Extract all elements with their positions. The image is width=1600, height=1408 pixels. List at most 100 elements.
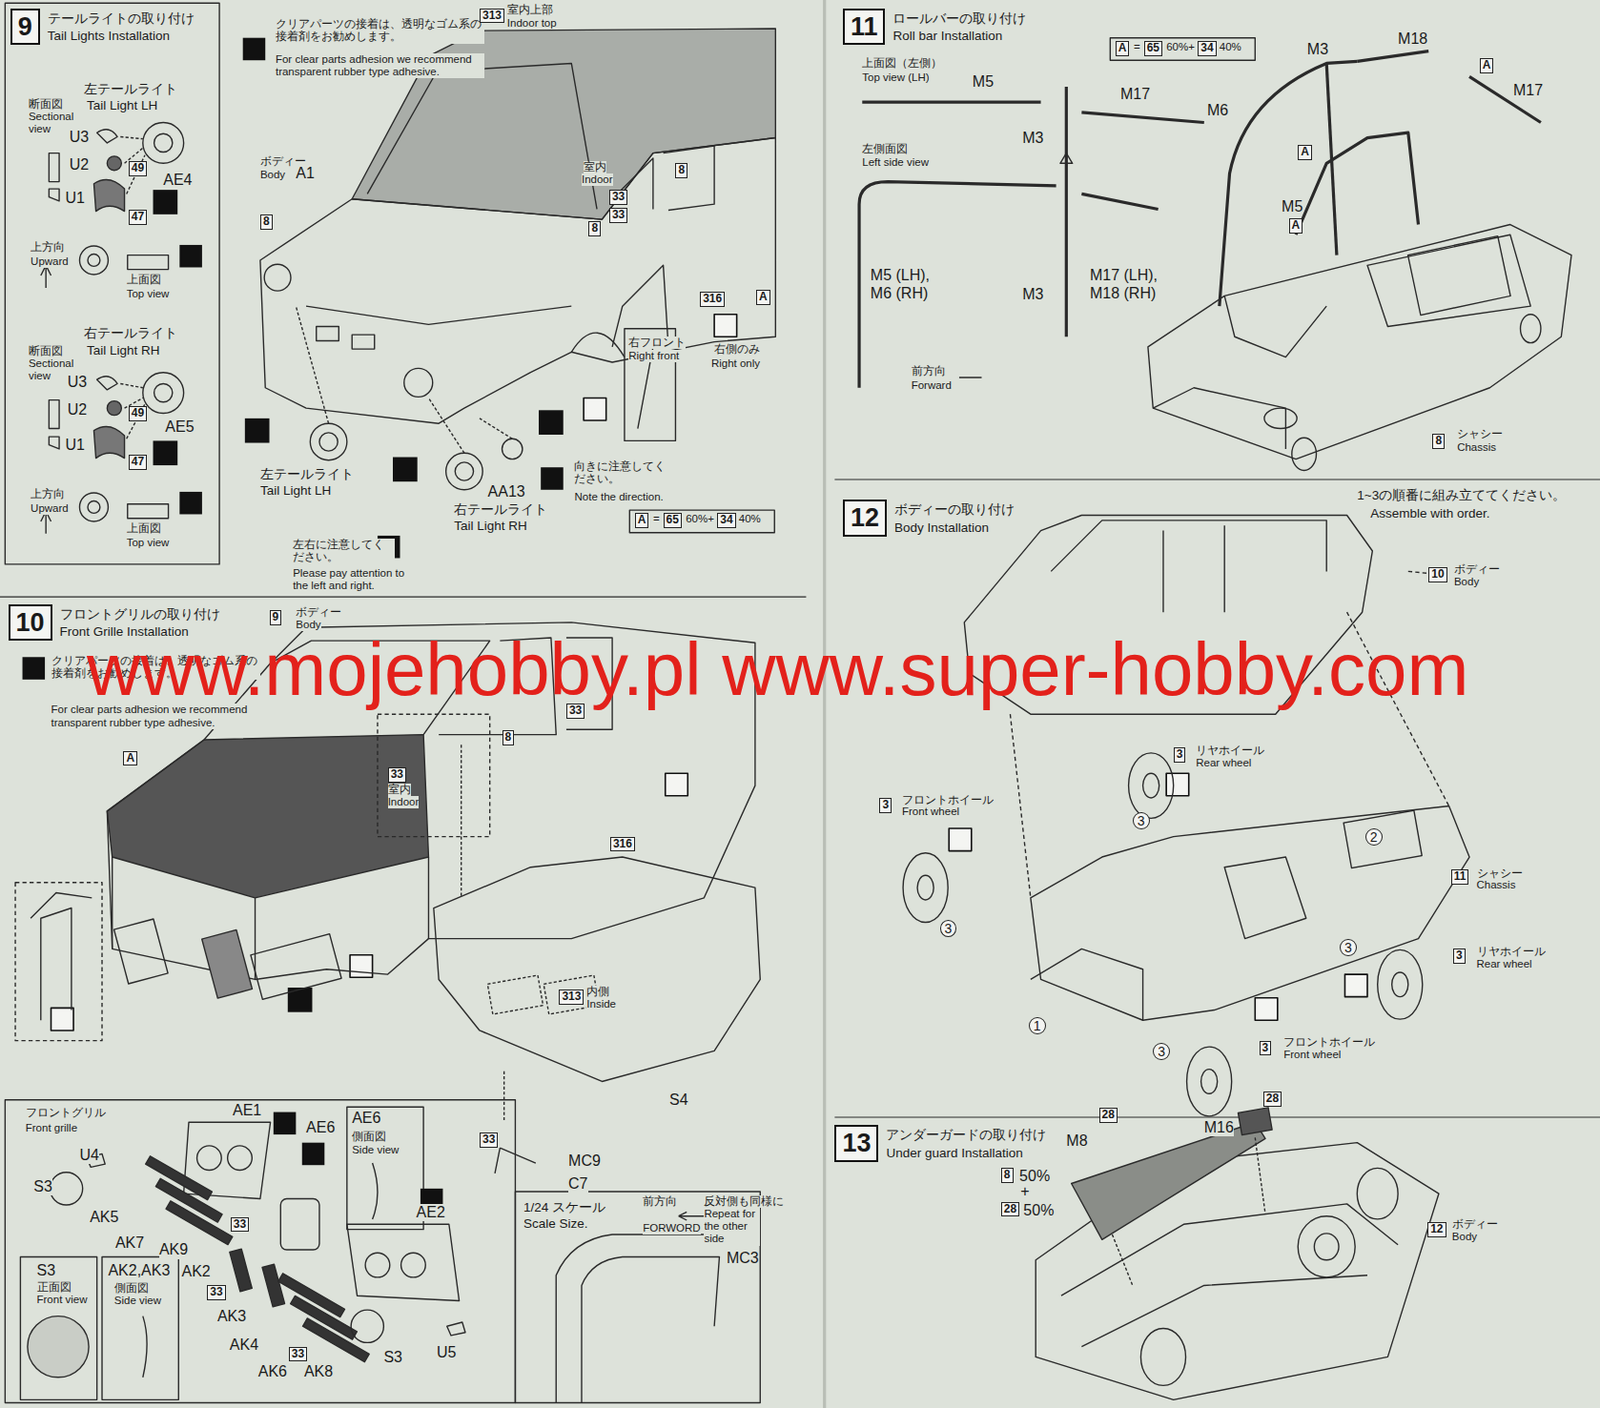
part-caption: Tail Light LH xyxy=(260,483,331,499)
note-text: 上面図 xyxy=(126,522,162,535)
part-number: S3 xyxy=(37,1262,57,1280)
note-text: リヤホイール xyxy=(1476,945,1546,959)
callout-number: 33 xyxy=(206,1285,226,1301)
part-caption: 1~3の順番に組み立ててください。 xyxy=(1356,488,1566,504)
part-number: U2 xyxy=(67,401,87,419)
step-title: Body Installation xyxy=(894,519,1015,537)
note-text: Side view xyxy=(114,1294,162,1308)
note-text: 向きに注意してください。 xyxy=(574,460,672,486)
step-title: テールライトの取り付け xyxy=(47,10,195,28)
note-text: ボディー xyxy=(1454,563,1500,576)
step-number: 11 xyxy=(850,12,879,42)
note-text: 40% xyxy=(738,512,761,526)
note-text: Indoor xyxy=(388,796,420,809)
note-text: 正面図 xyxy=(37,1281,72,1294)
callout-number: 11 xyxy=(1451,869,1470,885)
part-number: M18 xyxy=(1397,30,1428,48)
note-text: 前方向 xyxy=(911,365,946,378)
callout-number: 3 xyxy=(1173,747,1187,763)
part-number: AK2 xyxy=(181,1263,210,1281)
callout-number: 3 xyxy=(1453,948,1466,965)
part-number: AE5 xyxy=(164,418,194,436)
note-text: 60%+ xyxy=(1166,41,1195,54)
note-text: Top view xyxy=(126,287,170,301)
note-text: Note the direction. xyxy=(574,491,663,504)
callout-number: 47 xyxy=(128,209,147,226)
part-number: M5 xyxy=(1281,198,1303,216)
callout-number: 33 xyxy=(609,189,628,206)
callout-number: A xyxy=(1479,58,1495,74)
watermark: www.mojehobby.pl www.super-hobby.com xyxy=(86,627,1469,714)
note-text: 上方向 xyxy=(30,488,65,501)
note-text: Upward xyxy=(30,502,69,515)
part-caption: 右テールライト xyxy=(83,326,178,342)
note-text: = xyxy=(653,512,660,526)
callout-number: A xyxy=(1115,41,1130,57)
callout-number: 33 xyxy=(230,1217,249,1233)
callout-number: 10 xyxy=(1428,567,1447,583)
part-caption: Tail Light RH xyxy=(86,343,161,359)
note-text: Side view xyxy=(351,1144,399,1157)
note-text: Chassis xyxy=(1476,879,1517,892)
callout-number: 313 xyxy=(558,989,584,1006)
note-text: 内側 xyxy=(586,985,610,999)
step-number-box: 10フロントグリルの取り付けFront Grille Installation xyxy=(8,604,53,641)
step-number-box: 9テールライトの取り付けTail Lights Installation xyxy=(10,8,41,45)
part-number: M17 (LH), M18 (RH) xyxy=(1089,266,1184,303)
part-caption: Tail Light RH xyxy=(453,518,528,534)
part-number: AE6 xyxy=(306,1119,335,1137)
part-caption: 右テールライト xyxy=(453,502,548,518)
part-number: AK6 xyxy=(258,1363,288,1381)
part-number: AK9 xyxy=(159,1241,188,1259)
note-text: Body xyxy=(1454,575,1479,589)
note-text: Front grille xyxy=(25,1122,78,1135)
note-text: Left side view xyxy=(861,156,929,169)
part-caption: 左テールライト xyxy=(260,467,354,483)
part-number: AA13 xyxy=(488,483,526,501)
callout-number: A xyxy=(1297,144,1313,161)
callout-number: 316 xyxy=(610,837,636,853)
note-text: 40% xyxy=(1219,41,1242,54)
order-number: 3 xyxy=(1152,1043,1170,1061)
step-number: 9 xyxy=(18,12,33,42)
part-number: U1 xyxy=(64,189,84,207)
part-number: MC9 xyxy=(568,1152,601,1170)
order-number: 2 xyxy=(1365,828,1383,846)
part-number: U3 xyxy=(69,128,89,146)
part-number: AK8 xyxy=(304,1363,333,1381)
callout-number: 28 xyxy=(1263,1091,1282,1108)
callout-number: 8 xyxy=(588,221,601,237)
part-number: U5 xyxy=(436,1344,456,1362)
order-number: 1 xyxy=(1028,1017,1047,1035)
step-title: ボディーの取り付け xyxy=(894,501,1015,519)
part-number: M3 xyxy=(1022,286,1044,304)
step-title: フロントグリルの取り付け xyxy=(60,606,221,624)
callout-number: 28 xyxy=(1001,1202,1020,1218)
step-number-box: 12ボディーの取り付けBody Installation xyxy=(842,499,887,536)
callout-number: 65 xyxy=(1144,41,1163,57)
note-text: Indoor top xyxy=(507,17,557,30)
part-caption: Assemble with order. xyxy=(1370,506,1490,522)
callout-number: 3 xyxy=(1259,1041,1272,1057)
part-number: S4 xyxy=(669,1091,689,1109)
part-number: U2 xyxy=(69,156,89,174)
callout-number: 28 xyxy=(1099,1107,1118,1124)
step-title: Roll bar Installation xyxy=(892,27,1026,45)
note-text: 断面図 xyxy=(28,98,63,111)
part-number: S3 xyxy=(33,1178,53,1196)
note-text: ボディー xyxy=(1452,1218,1498,1231)
note-text: 上面図 xyxy=(126,273,162,287)
callout-number: A xyxy=(1289,218,1304,234)
callout-number: 34 xyxy=(717,512,736,529)
step-heading: ロールバーの取り付けRoll bar Installation xyxy=(892,10,1026,45)
part-number: AK7 xyxy=(115,1234,144,1252)
callout-number: 33 xyxy=(609,207,628,224)
callout-number: A xyxy=(756,289,771,306)
note-text: 室内 xyxy=(388,783,411,797)
part-number: AK3 xyxy=(217,1308,247,1326)
note-text: Rear wheel xyxy=(1476,958,1533,971)
order-number: 3 xyxy=(1339,939,1357,957)
note-text: Rear wheel xyxy=(1195,757,1252,770)
note-text: シャシー xyxy=(1456,428,1503,441)
part-number: AE2 xyxy=(416,1204,446,1222)
